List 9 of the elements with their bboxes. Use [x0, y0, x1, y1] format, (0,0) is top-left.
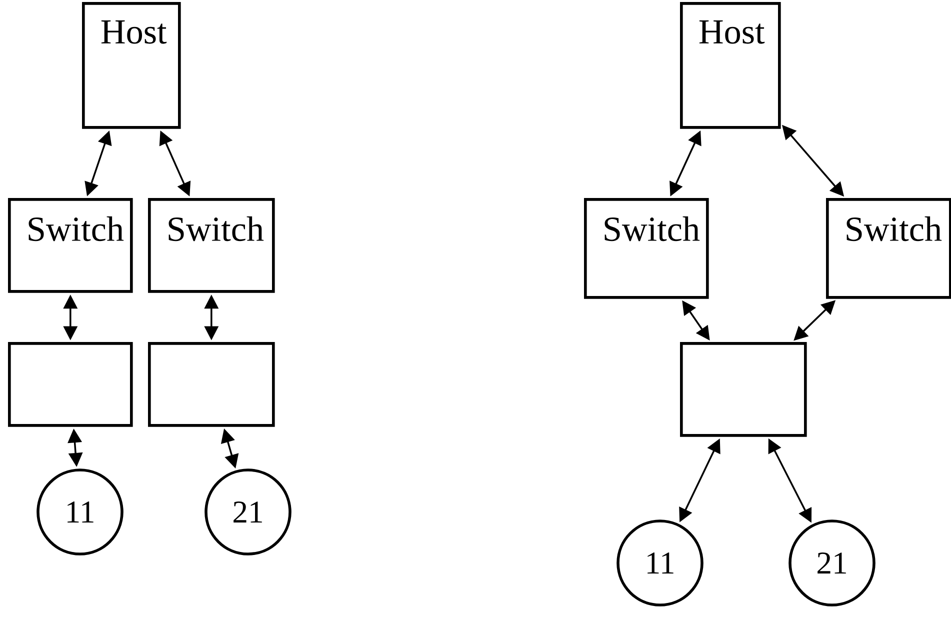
host-box: Host — [680, 2, 781, 129]
labeled-box: Switch — [826, 198, 951, 299]
host-box: Host — [82, 2, 181, 129]
empty-box — [680, 342, 807, 437]
empty-box — [8, 342, 133, 427]
empty-box — [148, 342, 275, 427]
labeled-box: Switch — [8, 198, 133, 293]
labeled-box: Switch — [584, 198, 709, 299]
labeled-box: Switch — [148, 198, 275, 293]
